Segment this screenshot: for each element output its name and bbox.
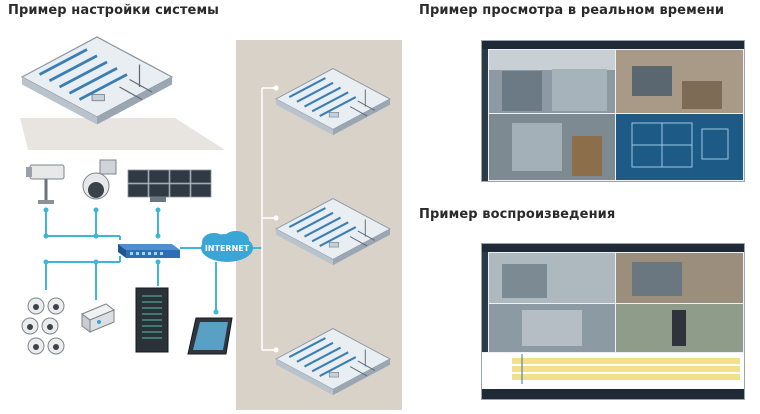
server-rack-icon [135,287,169,353]
projection-shadow [20,118,225,150]
playback-screenshot [481,243,745,400]
ptz-dome-camera-icon [82,159,117,200]
network-links [45,210,262,312]
tablet-icon [187,317,233,355]
bus-nodes [43,207,219,315]
encoder-device-icon [81,303,115,333]
live-view-example-heading: Пример просмотра в реальном времени [419,3,725,18]
network-switch-icon [118,244,180,258]
internet-label: INTERNET [205,244,250,253]
link-endpoints [273,85,279,353]
live-view-screenshot [481,40,745,182]
video-wall-monitors-icon [127,169,212,202]
main-site-floorplan [20,35,174,126]
playback-example-heading: Пример воспроизведения [419,207,616,222]
internet-cloud-icon: INTERNET [201,231,253,262]
setup-example-heading: Пример настройки системы [8,3,220,18]
box-camera-icon [26,164,65,204]
